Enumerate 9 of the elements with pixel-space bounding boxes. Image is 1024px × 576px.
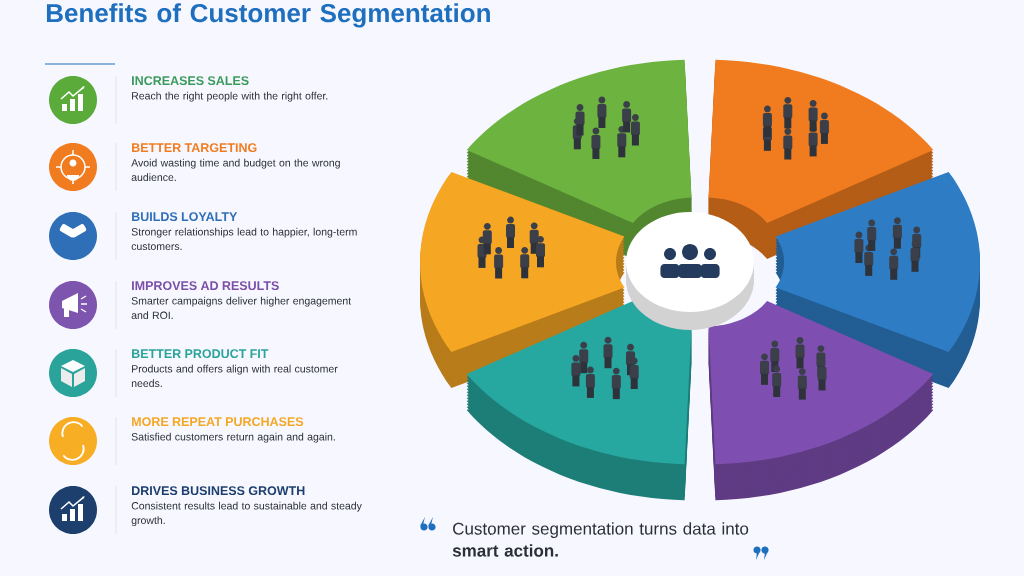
benefit-item: BETTER PRODUCT FIT Products and offers align with real customer needs. xyxy=(131,349,338,388)
benefit-item: MORE REPEAT PURCHASES Satisfied customers return again and again. xyxy=(131,417,335,443)
benefit-item: IMPROVES AD RESULTS Smarter campaigns deliver higher engagement and ROI. xyxy=(131,281,352,320)
benefit-item: DRIVES BUSINESS GROWTH Consistent results lead to sustainable and steady growth. xyxy=(131,486,362,527)
quote-text: Customer segmentation turns data into smart action. xyxy=(452,522,749,557)
benefit-item: INCREASES SALES Reach the right people with the right offer. xyxy=(132,76,328,102)
benefit-item: BUILDS LOYALTY Stronger relationships lead to happier, long-term customers. xyxy=(131,212,357,251)
title: Benefits of Customer Segmentation xyxy=(46,3,490,28)
benefit-item: BETTER TARGETING Avoid wasting time and budget on the wrong audience. xyxy=(131,143,340,182)
